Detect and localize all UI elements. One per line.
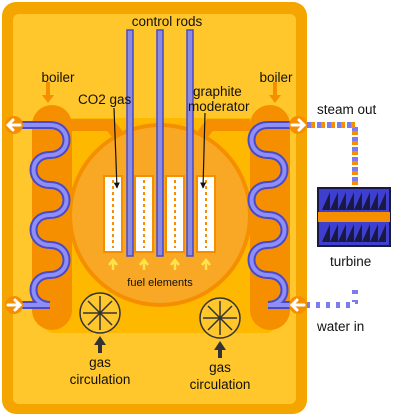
label-gas-left-2: circulation	[70, 372, 131, 387]
pipe-arrow-right-top	[289, 116, 307, 134]
label-fuel-elements: fuel elements	[127, 277, 193, 289]
pipe-arrow-left-bottom	[5, 296, 23, 314]
boiler-arrow-right	[269, 82, 281, 103]
label-boiler-right: boiler	[259, 70, 293, 85]
gas-arrow-right	[214, 341, 226, 358]
control-rods	[126, 29, 194, 257]
co2-pointer	[113, 107, 120, 189]
label-graphite: graphite	[193, 84, 242, 99]
label-co2-gas: CO2 gas	[78, 92, 132, 107]
steam-pipe	[307, 122, 358, 190]
gas-arrow-left	[94, 336, 106, 353]
label-boiler-left: boiler	[41, 70, 75, 85]
label-gas-left-1: gas	[89, 355, 111, 370]
label-turbine: turbine	[330, 254, 371, 269]
fuel-elements	[103, 175, 216, 253]
label-control-rods: control rods	[132, 14, 203, 29]
label-gas-right-2: circulation	[190, 377, 251, 392]
boiler-arrow-left	[42, 82, 54, 103]
fan-right	[199, 297, 241, 339]
graphite-pointer	[200, 112, 207, 189]
turbine	[317, 187, 391, 247]
fan-left	[79, 292, 121, 334]
label-steam-out: steam out	[317, 102, 377, 117]
label-gas-right-1: gas	[209, 360, 231, 375]
label-water-in: water in	[316, 319, 364, 334]
pipe-arrow-right-bottom	[289, 296, 307, 314]
heat-arrows	[108, 257, 211, 270]
label-moderator: moderator	[188, 99, 250, 114]
pipe-arrow-left-top	[5, 116, 23, 134]
